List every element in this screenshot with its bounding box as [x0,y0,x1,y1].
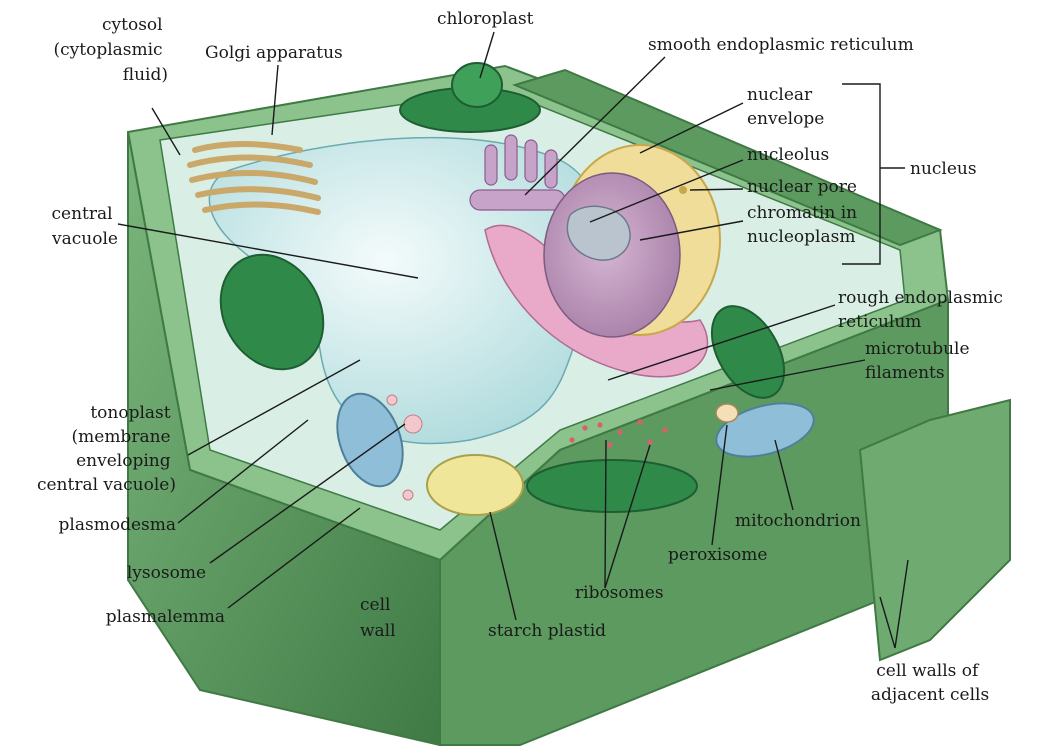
label-central-vacuole: central vacuole [51,204,118,249]
chloroplast-bottom [527,460,697,512]
label-plasmodesma: plasmodesma [59,515,176,535]
label-mitochondrion: mitochondrion [735,511,861,531]
nuclear-pore [679,186,687,194]
label-cytosol: cytosol (cytoplasmic fluid) [54,15,169,85]
label-adjacent-cell-walls: cell walls of adjacent cells [871,661,989,705]
chloroplast-top-cap [452,63,502,107]
label-peroxisome: peroxisome [668,545,767,565]
label-nuclear-envelope: nuclear envelope [747,85,824,129]
label-lysosome: lysosome [127,563,206,583]
label-nuclear-pore: nuclear pore [747,177,857,197]
cell-body [128,66,1010,745]
label-nucleolus: nucleolus [747,145,829,165]
label-starch-plastid: starch plastid [488,621,606,641]
label-plasmalemma: plasmalemma [106,607,225,627]
label-ribosomes: ribosomes [575,583,664,603]
label-golgi-apparatus: Golgi apparatus [205,43,343,63]
label-chloroplast: chloroplast [437,9,534,29]
label-nucleus: nucleus [910,159,977,179]
label-smooth-er: smooth endoplasmic reticulum [648,35,914,55]
peroxisome [716,404,738,422]
starch-plastid [427,455,523,515]
